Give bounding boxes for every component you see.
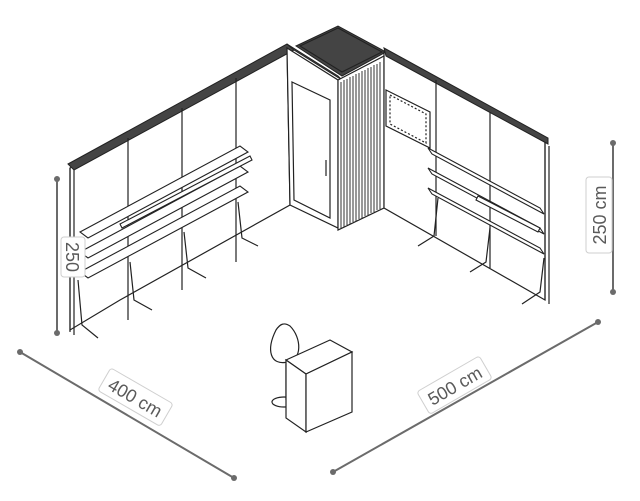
dimension-height-left (54, 176, 60, 336)
height-left-label: 250 (62, 242, 82, 272)
dimension-height-right (610, 140, 616, 295)
left-shelves (78, 145, 253, 279)
height-right-label: 250 cm (590, 185, 610, 244)
height-right-label-group: 250 cm (585, 176, 613, 254)
door-unit (286, 43, 343, 229)
slatted-storage-column (294, 25, 388, 231)
right-width-label-group: 500 cm (417, 356, 492, 414)
picture-frame (385, 89, 431, 149)
right-shelves (427, 147, 545, 255)
dimension-right-width (330, 319, 601, 475)
left-wall (67, 43, 295, 339)
door (291, 81, 331, 219)
right-wall (383, 47, 550, 305)
reception-counter (284, 339, 354, 434)
left-width-label-group: 400 cm (98, 368, 173, 426)
dimension-left-width (17, 349, 237, 481)
height-left-label-group: 250 (60, 236, 86, 278)
